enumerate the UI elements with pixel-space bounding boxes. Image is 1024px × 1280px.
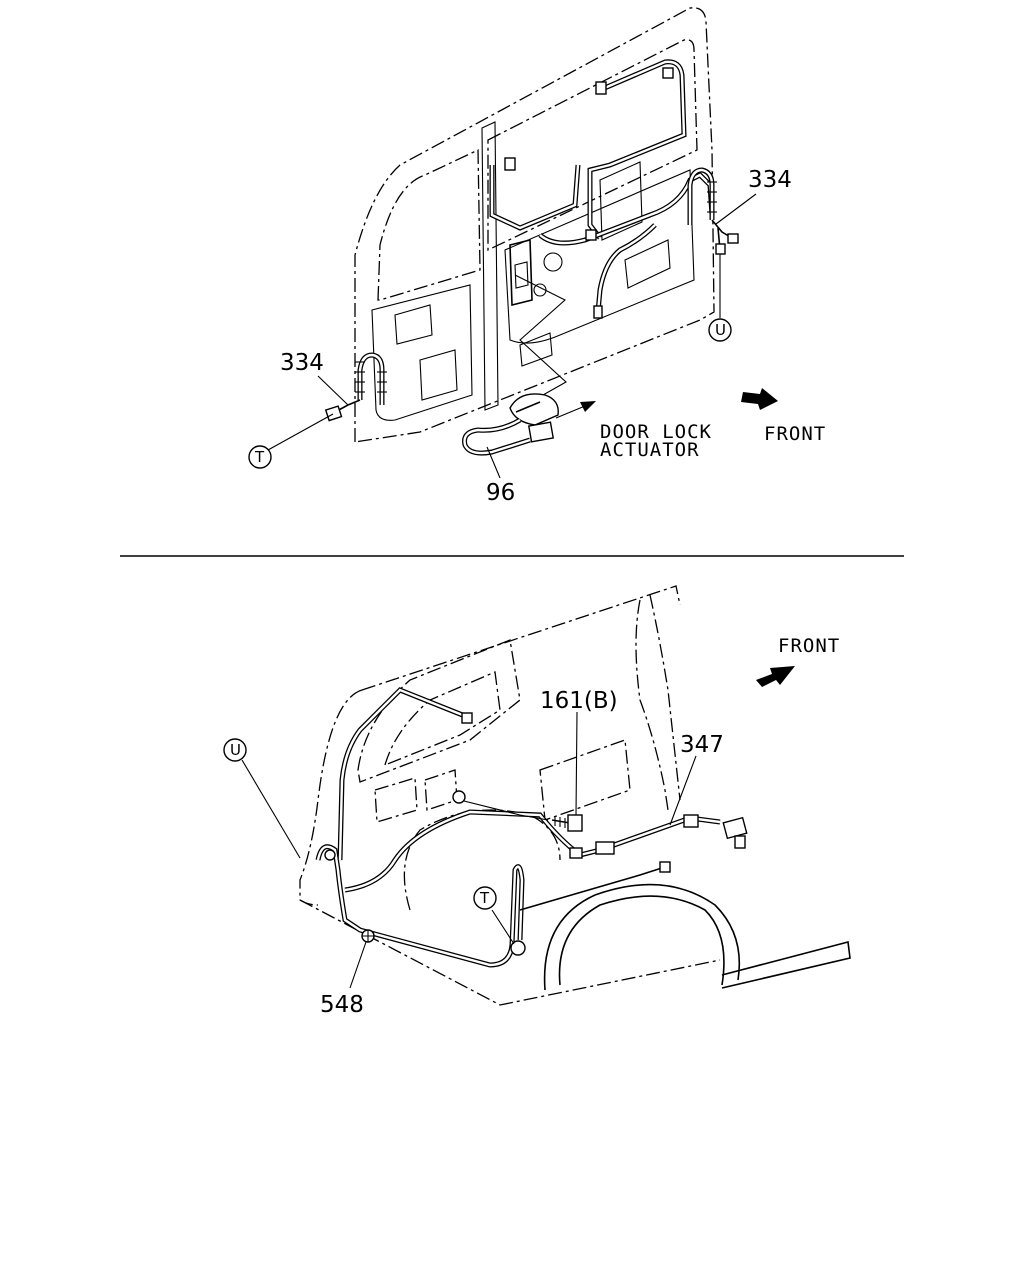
body-harness-roof: [337, 687, 471, 861]
door-connector-2: [662, 67, 674, 79]
body-harness-roof-inner: [338, 688, 471, 861]
body-connector-7: [659, 861, 671, 873]
body-connector-4: [683, 814, 699, 828]
leader-347: [669, 755, 697, 826]
inner-panel-a: [374, 777, 418, 823]
body-roof-line: [361, 585, 681, 691]
rocker-panel: [721, 940, 851, 989]
harness-coil-right: [687, 167, 739, 255]
callout-96: 96: [486, 480, 515, 506]
leader-334-right: [715, 193, 757, 225]
body-grommet-1: [452, 790, 466, 804]
harness-coil-left: [324, 352, 387, 422]
door-connector-3: [504, 157, 516, 171]
inner-panel-slot: [624, 239, 671, 289]
body-grommet-3: [324, 849, 336, 861]
inner-panel-hole-2: [419, 349, 458, 401]
callout-334-right: 334: [748, 167, 792, 193]
leader-t-bottom: [491, 909, 515, 945]
body-harness-main-inner: [316, 845, 524, 967]
actuator-leader-line: [514, 274, 567, 409]
callout-161b: 161(B): [540, 688, 618, 714]
actuator-arrow-head: [580, 401, 596, 412]
latch-box-detail: [514, 261, 529, 289]
rear-door-view: [267, 7, 778, 479]
inner-panel-b: [424, 769, 458, 811]
body-connector-1: [461, 712, 473, 724]
callout-347: 347: [680, 732, 724, 758]
door-connector-5: [585, 229, 597, 241]
actuator-arrow-shaft: [555, 405, 586, 419]
connector-u-badge-bottom: U: [223, 738, 247, 762]
rear-wheel-arch: [558, 895, 725, 986]
door-outline: [354, 7, 715, 443]
leader-t-top: [267, 413, 334, 451]
door-harness-mid: [489, 164, 581, 231]
body-harness-arch-inner: [344, 810, 721, 892]
leader-u-bottom: [241, 759, 301, 859]
inner-panel-left: [371, 284, 473, 421]
callout-334-left: 334: [280, 350, 324, 376]
callout-548: 548: [320, 992, 364, 1018]
inner-panel-hole: [394, 304, 433, 345]
body-harness-floor: [519, 865, 669, 911]
clip-548: [361, 929, 375, 943]
window-frame-inner: [487, 39, 698, 252]
rear-wheel-arch-outer: [543, 883, 741, 991]
latch-box: [509, 238, 533, 307]
connector-u-badge-top: U: [708, 318, 732, 342]
window-frame: [377, 148, 481, 301]
leader-161b: [575, 711, 578, 816]
svg-text:T: T: [479, 889, 490, 907]
body-harness-branch: [459, 799, 549, 821]
body-grommet-2: [510, 940, 526, 956]
body-c-pillar-2: [649, 594, 681, 801]
front-label-top: FRONT: [764, 423, 826, 445]
door-pillar: [481, 121, 499, 411]
front-label-bottom: FRONT: [778, 635, 840, 657]
body-connector-2: [569, 847, 583, 859]
svg-text:U: U: [715, 321, 726, 339]
leader-548: [349, 941, 367, 989]
leader-96: [486, 446, 501, 479]
inner-panel-slot-2: [599, 161, 643, 241]
door-connector-1: [595, 81, 607, 95]
inner-panel-hole-round: [543, 252, 563, 272]
connector-t-badge-top: T: [248, 445, 272, 469]
quarter-window: [357, 639, 521, 783]
body-connector-6: [734, 835, 746, 849]
door-harness-mid-inner: [490, 164, 580, 230]
door-harness-drop-inner: [596, 224, 656, 313]
connector-t-badge-bottom: T: [473, 886, 497, 910]
front-arrow-top: [741, 388, 778, 410]
front-arrow-bottom: [756, 666, 795, 687]
svg-text:U: U: [230, 741, 241, 759]
door-lock-actuator-label-line1: DOOR LOCK: [600, 421, 712, 443]
body-connector-3: [595, 841, 615, 855]
rear-body-view: [241, 585, 851, 1006]
door-lock-actuator-label-line2: ACTUATOR: [600, 439, 700, 461]
svg-text:T: T: [254, 448, 265, 466]
body-c-pillar: [635, 599, 669, 811]
inner-panel-right: [504, 169, 695, 344]
body-rear-pillar: [299, 689, 363, 906]
body-connector-5: [722, 816, 748, 840]
inner-panel-c: [539, 739, 631, 821]
quarter-window-inner: [384, 671, 501, 767]
door-lock-actuator-harness: [462, 393, 559, 456]
leader-334-left: [317, 375, 349, 406]
inner-panel-slot-3: [519, 332, 553, 367]
door-harness-upper-inner: [588, 60, 686, 239]
bolt-161b: [551, 814, 583, 832]
door-connector-4: [593, 305, 603, 319]
